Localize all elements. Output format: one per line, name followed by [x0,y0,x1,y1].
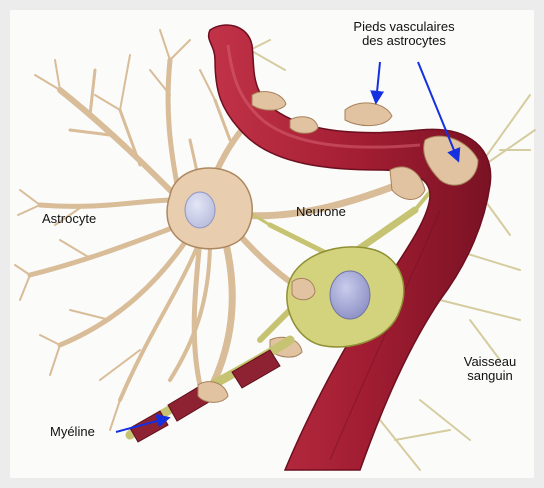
label-blood-vessel-line2: sanguin [460,369,520,383]
label-blood-vessel-line1: Vaisseau [460,355,520,369]
label-myelin: Myéline [50,425,95,439]
label-vascular-feet-line2: des astrocytes [340,34,468,48]
label-vascular-feet: Pieds vasculaires des astrocytes [340,20,468,48]
label-vascular-feet-line1: Pieds vasculaires [340,20,468,34]
neuron-nucleus [330,271,370,319]
astrocyte-nucleus [185,192,215,228]
label-neuron: Neurone [296,205,346,219]
label-astrocyte: Astrocyte [42,212,96,226]
label-blood-vessel: Vaisseau sanguin [460,355,520,383]
